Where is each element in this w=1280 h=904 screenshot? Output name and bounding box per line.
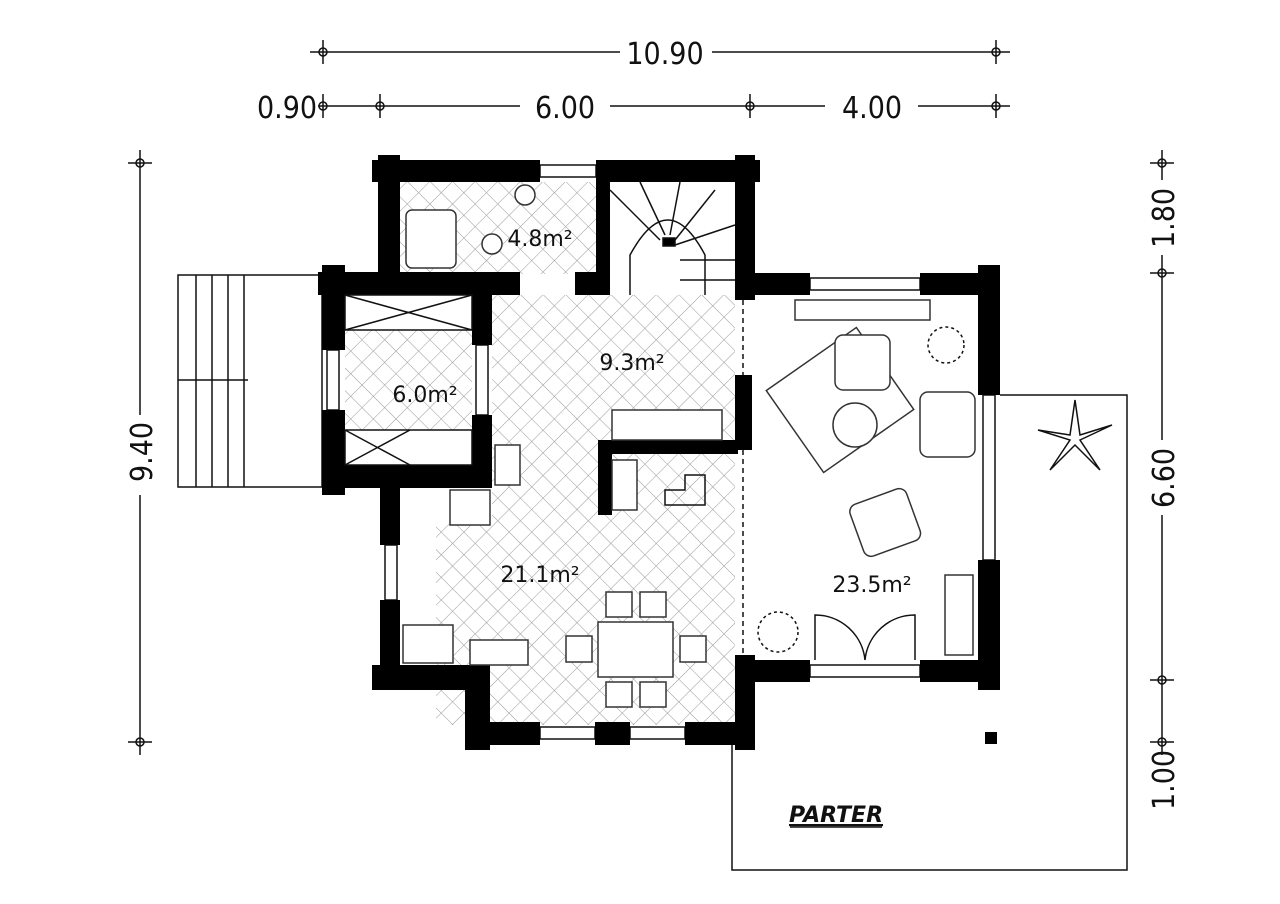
sink-icon [449, 489, 491, 526]
dining-table [565, 591, 707, 708]
plan-title: PARTER [789, 803, 883, 828]
counter [469, 639, 529, 666]
wardrobe [344, 294, 473, 466]
room-area-hall: 9.3m² [599, 351, 664, 376]
walls [318, 155, 1000, 750]
sink-icon [402, 624, 454, 664]
room-area-vestibule: 6.0m² [392, 383, 457, 408]
kitchen-steps [664, 474, 706, 506]
dim-segment: 1.80 [1147, 188, 1182, 248]
dim-total-depth: 9.40 [125, 422, 160, 482]
plant-icon [757, 326, 1113, 653]
room-area-bathroom: 4.8m² [507, 227, 572, 252]
shower-icon [405, 209, 457, 269]
entry-steps [177, 274, 323, 488]
fixtures [344, 181, 1113, 708]
washbasin-icon [514, 184, 536, 206]
stove-icon [494, 444, 521, 486]
dim-segment: 0.90 [257, 91, 317, 126]
dim-segment: 4.00 [842, 91, 902, 126]
stove-icon [611, 459, 638, 511]
dimension-lines [128, 40, 1174, 755]
room-area-kitchen-dining: 21.1m² [500, 563, 579, 588]
stairs-icon [609, 181, 736, 295]
dim-segment: 6.00 [535, 91, 595, 126]
counter [611, 409, 723, 441]
toilet-icon [481, 233, 503, 255]
dim-segment: 1.00 [1147, 750, 1182, 810]
living-furniture [765, 299, 976, 661]
terrace [731, 394, 1128, 871]
dim-total-width: 10.90 [626, 37, 703, 72]
room-area-living-room: 23.5m² [832, 573, 911, 598]
dim-segment: 6.60 [1147, 448, 1182, 508]
